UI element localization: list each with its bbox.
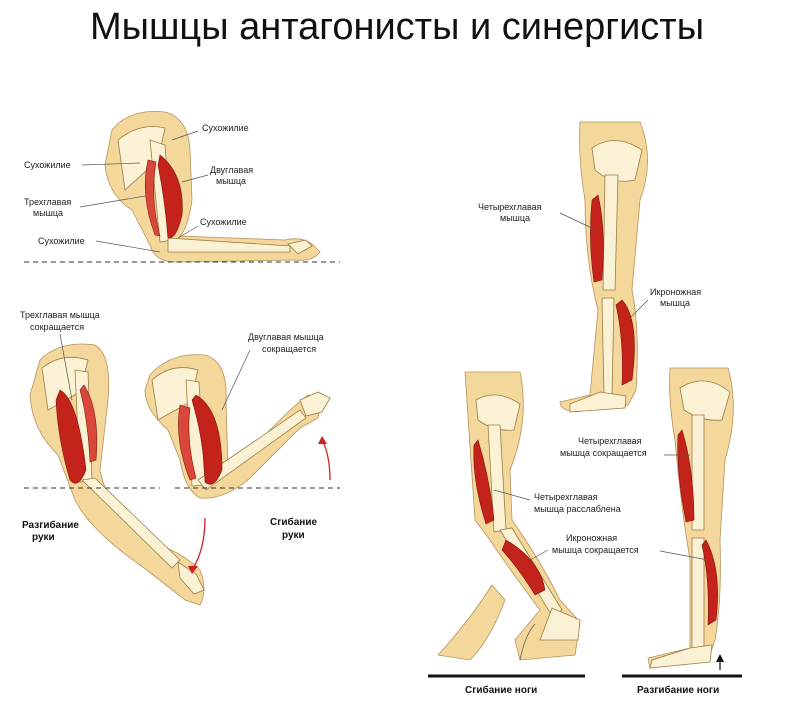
label-arm-flexion-2: руки	[282, 530, 305, 541]
label-triceps-2: мышца	[33, 208, 63, 218]
label-tendon-elbow: Сухожилие	[200, 217, 247, 227]
arm-anatomy-resting	[104, 111, 321, 263]
label-biceps-contract-2: сокращается	[262, 344, 316, 354]
label-biceps-2: мышца	[216, 176, 246, 186]
label-biceps-contract-1: Двуглавая мышца	[248, 332, 324, 342]
label-tendon-top: Сухожилие	[202, 123, 249, 133]
label-quad-1: Четырехглавая	[478, 202, 542, 212]
leg-anatomy-standing	[559, 121, 648, 413]
flexion-leg-arrow	[519, 623, 536, 661]
flexion-arrow	[321, 439, 331, 481]
label-calf-2: мышца	[660, 298, 690, 308]
label-quad-relax-2: мышца расслаблена	[534, 504, 621, 514]
label-triceps-contract-2: сокращается	[30, 322, 84, 332]
label-tendon-bottom: Сухожилие	[38, 236, 85, 246]
leg-flexion-figure	[437, 371, 581, 661]
label-quad-contract-2: мышца сокращается	[560, 448, 647, 458]
label-quad-contract-1: Четырехглавая	[578, 436, 642, 446]
label-calf-contract-2: мышца сокращается	[552, 545, 639, 555]
label-calf-1: Икроножная	[650, 287, 701, 297]
label-calf-contract-1: Икроножная	[566, 533, 617, 543]
label-triceps-1: Трехглавая	[24, 197, 71, 207]
arm-flexion-figure	[144, 354, 331, 499]
label-tendon-left: Сухожилие	[24, 160, 71, 170]
label-quad-2: мышца	[500, 213, 530, 223]
extension-arrow	[191, 517, 206, 571]
label-leg-extension: Разгибание ноги	[637, 684, 719, 696]
arm-extension-figure	[29, 343, 205, 606]
label-arm-extension-1: Разгибание	[22, 519, 79, 531]
label-quad-relax-1: Четырехглавая	[534, 492, 598, 502]
page-title: Мышцы антагонисты и синергисты	[89, 6, 705, 48]
label-arm-flexion-1: Сгибание	[270, 516, 317, 528]
label-arm-extension-2: руки	[32, 532, 55, 543]
label-triceps-contract-1: Трехглавая мышца	[20, 310, 100, 320]
label-biceps-1: Двуглавая	[210, 165, 253, 175]
leg-extension-figure	[647, 367, 734, 669]
label-leg-flexion: Сгибание ноги	[465, 684, 537, 696]
